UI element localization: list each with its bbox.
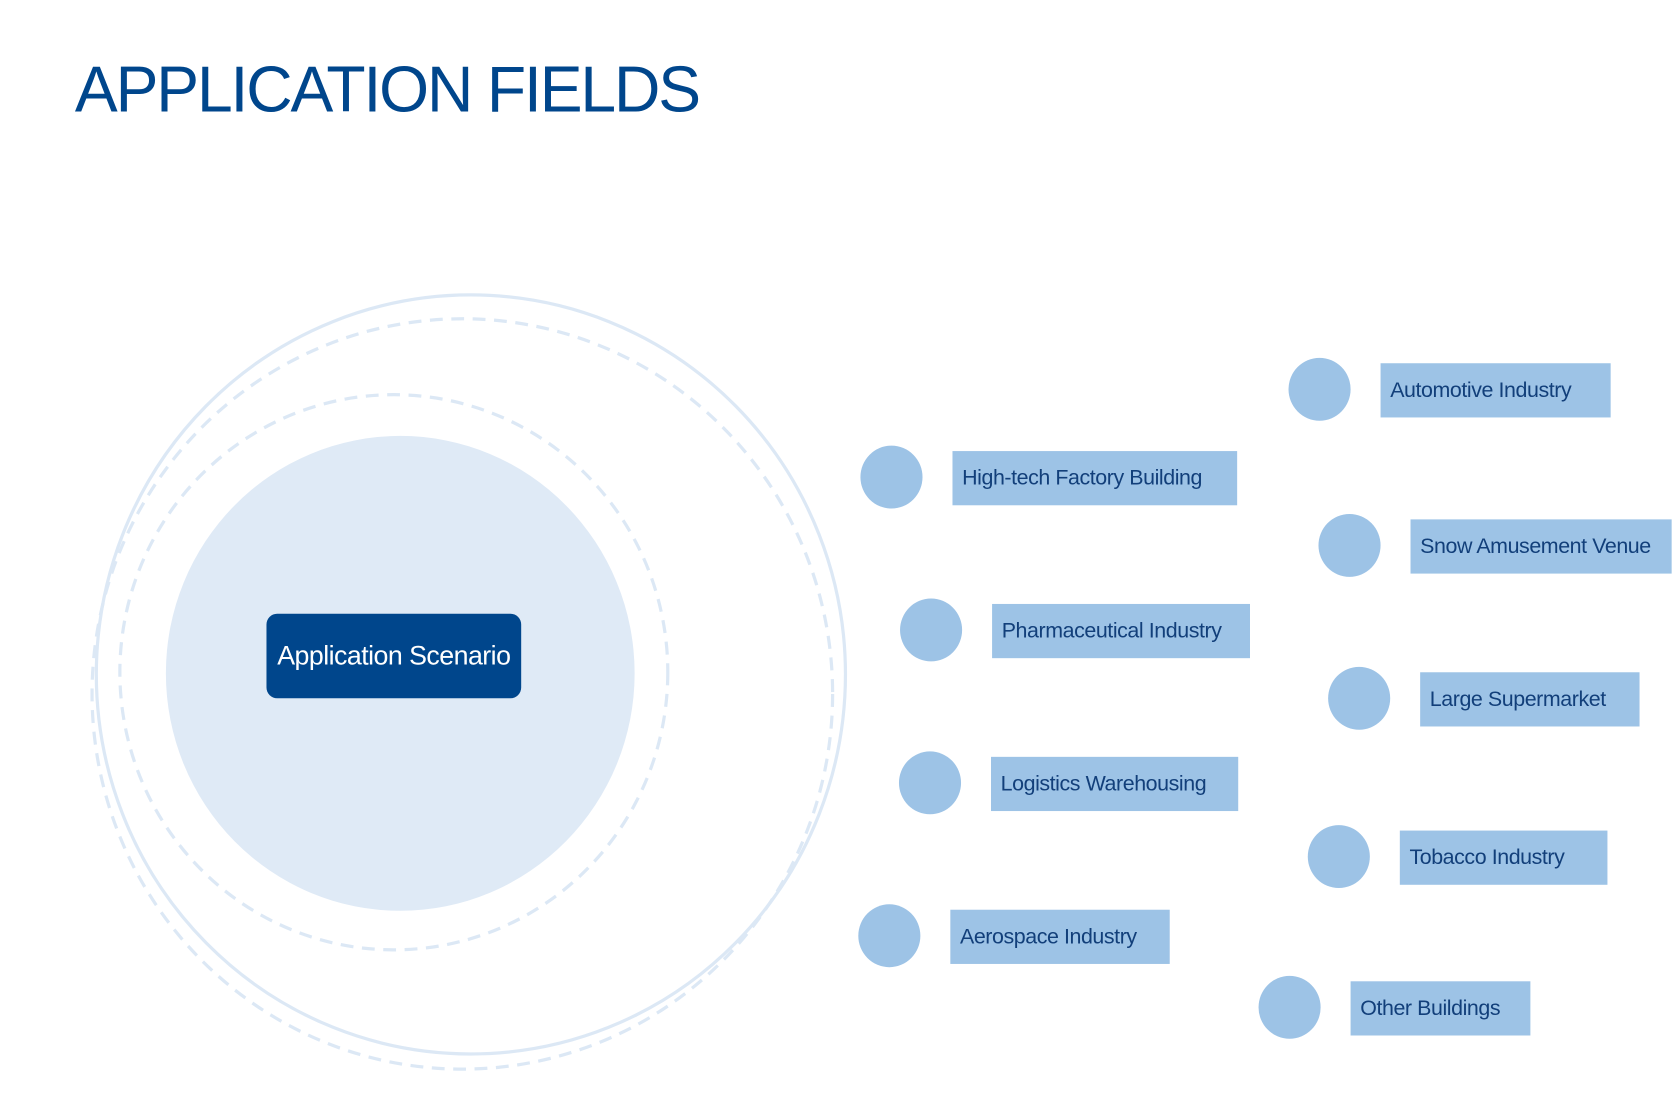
field-label: High-tech Factory Building xyxy=(952,451,1238,506)
bubble-icon xyxy=(1258,975,1321,1039)
inner-dashed-ring xyxy=(118,393,670,952)
field-label: Other Buildings xyxy=(1350,981,1531,1036)
field-label: Large Supermarket xyxy=(1420,672,1640,727)
bubble-icon xyxy=(1318,513,1381,577)
bubble-icon xyxy=(858,904,921,968)
bubble-icon xyxy=(860,445,923,509)
outer-solid-ring xyxy=(94,293,848,1056)
outer-dashed-ring xyxy=(90,317,835,1071)
bubble-icon xyxy=(1307,825,1370,889)
field-label: Logistics Warehousing xyxy=(991,756,1239,812)
bubble-icon xyxy=(1288,357,1351,421)
field-label: Automotive Industry xyxy=(1380,363,1611,418)
bubble-icon xyxy=(898,751,962,815)
field-label: Snow Amusement Venue xyxy=(1410,519,1672,574)
application-scenario-button[interactable]: Application Scenario xyxy=(266,613,522,699)
bubble-icon xyxy=(900,598,963,662)
field-label: Aerospace Industry xyxy=(950,909,1170,964)
bubble-icon xyxy=(1328,666,1391,730)
page-title: APPLICATION FIELDS xyxy=(74,53,701,126)
field-label: Pharmaceutical Industry xyxy=(992,603,1250,659)
field-label: Tobacco Industry xyxy=(1399,830,1608,885)
